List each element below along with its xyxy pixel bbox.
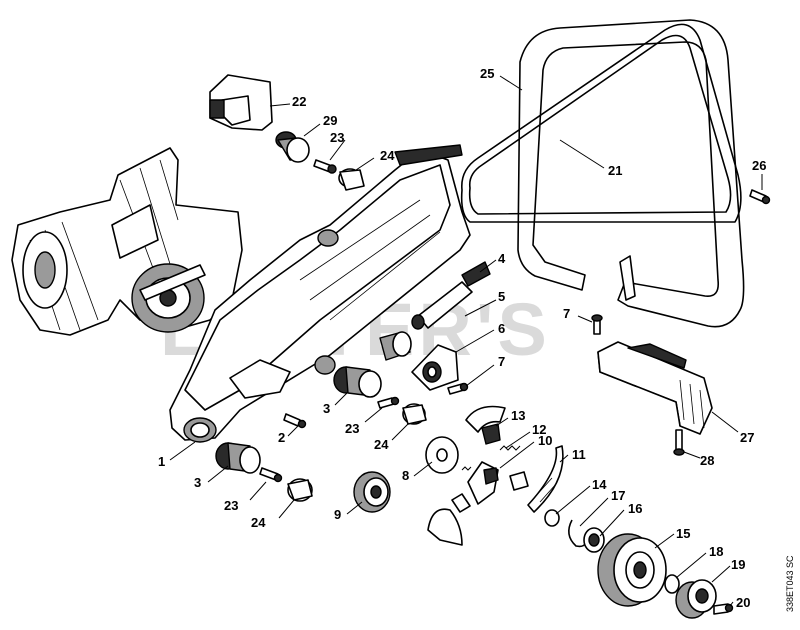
- clutch-shoe-part-13-lower: [427, 508, 463, 546]
- cover-part-22: [209, 74, 273, 131]
- screw-part-2: [283, 413, 307, 429]
- clutch-shoe-part-13-upper: [465, 405, 506, 445]
- callout-8: 8: [402, 468, 409, 483]
- callout-15: 15: [676, 526, 690, 541]
- callout-6: 6: [498, 321, 505, 336]
- callout-27: 27: [740, 430, 754, 445]
- callout-9: 9: [334, 507, 341, 522]
- callout-numbers: 1 2 3 3 4 5 6 7 7 8 9 10 11 12 13 14 15 …: [158, 66, 766, 610]
- callout-3-lower: 3: [194, 475, 201, 490]
- callout-28: 28: [700, 453, 714, 468]
- sprocket-part-9: [353, 471, 391, 513]
- callout-14: 14: [592, 477, 607, 492]
- callout-16: 16: [628, 501, 642, 516]
- nut-part-19: [675, 579, 717, 619]
- callout-19: 19: [731, 557, 745, 572]
- callout-12: 12: [532, 422, 546, 437]
- screw-part-7-upper: [591, 314, 603, 335]
- pulley-part-15: [597, 533, 667, 607]
- bracket-strip: [619, 255, 636, 301]
- clutch-cover-part-11: [527, 445, 564, 513]
- handle-grip-part-27: [597, 341, 713, 435]
- callout-13: 13: [511, 408, 525, 423]
- bolt-part-5: [379, 331, 412, 361]
- washer-part-18: [664, 574, 680, 594]
- screw-part-23-mid: [377, 396, 400, 409]
- plug-part-24-mid: [402, 403, 427, 425]
- callout-4: 4: [498, 251, 506, 266]
- bearing-part-16: [583, 527, 605, 553]
- plug-part-24-upper: [338, 168, 365, 191]
- cutter-arm: [169, 144, 471, 443]
- clutch-carrier-part-10: [451, 461, 529, 513]
- handle-frame-part-25: [517, 19, 745, 328]
- screw-part-26: [749, 189, 771, 205]
- screw-part-23-upper: [313, 159, 337, 174]
- callout-23-mid: 23: [345, 421, 359, 436]
- plug-part-24-lower: [287, 478, 313, 502]
- bolt-part-20: [713, 603, 734, 615]
- callout-23-upper: 23: [330, 130, 344, 145]
- leader-lines: [169, 75, 763, 607]
- callout-18: 18: [709, 544, 723, 559]
- callout-29: 29: [323, 113, 337, 128]
- callout-2: 2: [278, 430, 285, 445]
- callout-11: 11: [572, 447, 586, 462]
- callout-24-lower: 24: [251, 515, 266, 530]
- callout-25: 25: [480, 66, 494, 81]
- callout-26: 26: [752, 158, 766, 173]
- callout-20: 20: [736, 595, 750, 610]
- screw-part-23-lower: [259, 467, 283, 483]
- belt-part-21: [460, 23, 742, 223]
- callout-10: 10: [538, 433, 552, 448]
- callout-7-upper: 7: [563, 306, 570, 321]
- crankcase-housing: [11, 147, 243, 336]
- spring-part-12: [499, 445, 521, 451]
- bushing-part-3-lower: [215, 442, 261, 474]
- callout-24-mid: 24: [374, 437, 389, 452]
- callout-24-upper: 24: [380, 148, 395, 163]
- pin-part-4: [411, 261, 491, 330]
- bushing-part-3-mid: [333, 366, 382, 398]
- drawing-code: 338ET043 SC: [785, 555, 795, 612]
- callout-5: 5: [498, 289, 505, 304]
- callout-7-lower: 7: [498, 354, 505, 369]
- callout-17: 17: [611, 488, 625, 503]
- callout-21: 21: [608, 163, 622, 178]
- callout-22: 22: [292, 94, 306, 109]
- washer-part-8: [425, 436, 459, 474]
- callout-23-lower: 23: [224, 498, 238, 513]
- screw-part-7-lower: [447, 382, 469, 395]
- tensioner-part-6: [411, 344, 459, 391]
- washer-part-14: [544, 509, 560, 527]
- callout-1: 1: [158, 454, 165, 469]
- bushing-part-29: [275, 131, 310, 163]
- callout-3-mid: 3: [323, 401, 330, 416]
- screw-part-28: [673, 429, 685, 456]
